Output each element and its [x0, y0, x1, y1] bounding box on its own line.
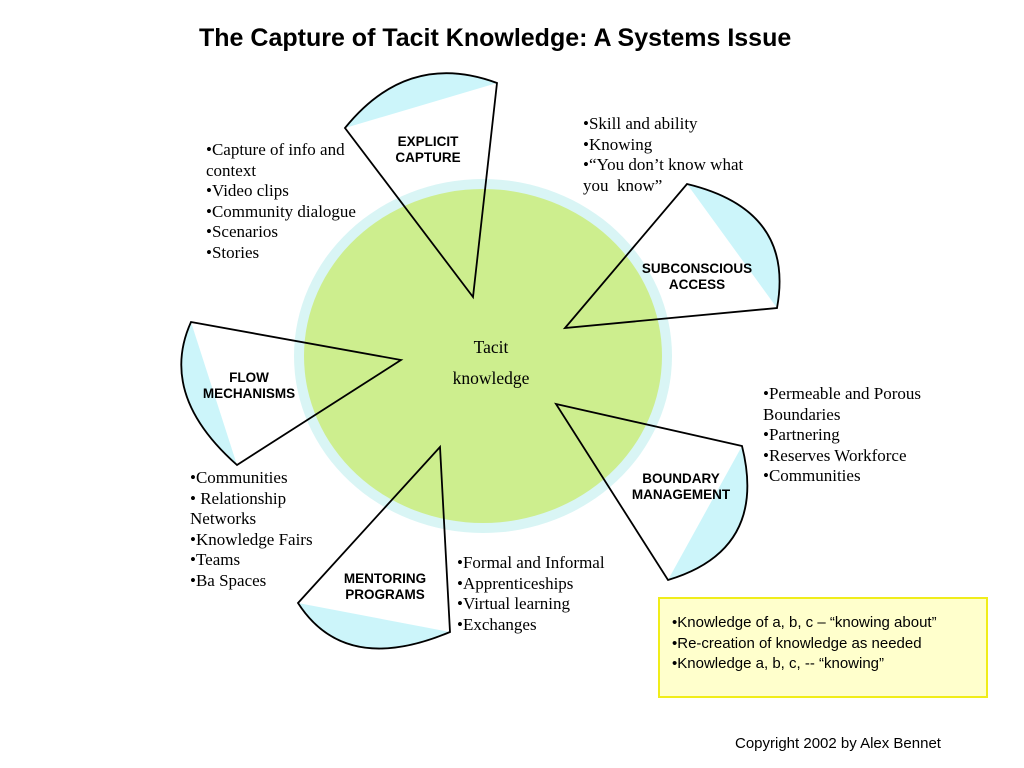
flow-mechanisms-wedge-shape: [180, 320, 404, 467]
subconscious-access-sliver: [687, 184, 780, 308]
tacit-knowledge-line1: Tacit: [473, 337, 509, 357]
explicit-capture-sliver: [345, 73, 497, 128]
explicit-capture-wedge-shape: [343, 72, 498, 300]
copyright-text: Copyright 2002 by Alex Bennet: [735, 735, 941, 752]
explicit-capture-list: •Capture of info and context •Video clip…: [206, 140, 366, 263]
tacit-circle: [304, 189, 662, 523]
mentoring-programs-label: MENTORING PROGRAMS: [343, 571, 427, 602]
flow-mechanisms-sliver: [181, 322, 237, 465]
list-item: •Knowing: [583, 134, 653, 154]
boundary-management-list: •Permeable and Porous Boundaries •Partne…: [763, 384, 941, 487]
list-item: •Capture of info and context: [206, 140, 349, 180]
list-item: •Communities: [763, 466, 861, 485]
explicit-capture-label: EXPLICIT CAPTURE: [395, 134, 461, 165]
list-item: •Reserves Workforce: [763, 445, 907, 465]
callout-item: •Re-creation of knowledge as needed: [672, 634, 922, 652]
mentoring-programs-list: •Formal and Informal •Apprenticeships •V…: [457, 553, 637, 635]
mentoring-programs-sliver: [298, 603, 450, 649]
boundary-management-wedge-shape: [554, 402, 749, 582]
list-item: •Exchanges: [457, 614, 537, 634]
list-item: •Apprenticeships: [457, 573, 574, 593]
list-item: •Formal and Informal: [457, 553, 605, 572]
list-item: • Relationship Networks: [190, 488, 291, 529]
list-item: •“You don’t know what you know”: [583, 155, 748, 195]
list-item: •Skill and ability: [583, 114, 698, 133]
boundary-management-sliver: [668, 446, 748, 580]
boundary-management-label: BOUNDARY MANAGEMENT: [631, 471, 731, 502]
list-item: •Communities: [190, 468, 288, 487]
list-item: •Ba Spaces: [190, 570, 267, 590]
list-item: •Community dialogue: [206, 201, 356, 221]
knowledge-callout-box: •Knowledge of a, b, c – “knowing about” …: [658, 597, 988, 698]
callout-item: •Knowledge of a, b, c – “knowing about”: [672, 614, 937, 631]
list-item: •Teams: [190, 550, 241, 569]
flow-mechanisms-list: •Communities • Relationship Networks •Kn…: [190, 468, 330, 591]
list-item: •Partnering: [763, 425, 840, 444]
wedge-outlines: [180, 72, 781, 650]
list-item: •Permeable and Porous Boundaries: [763, 384, 926, 424]
list-item: •Stories: [206, 242, 260, 262]
callout-item: •Knowledge a, b, c, -- “knowing”: [672, 655, 885, 672]
subconscious-access-label: SUBCONSCIOUS ACCESS: [641, 261, 753, 292]
subconscious-access-wedge-shape: [562, 182, 781, 330]
slide-title: The Capture of Tacit Knowledge: A System…: [199, 24, 792, 52]
list-item: •Virtual learning: [457, 594, 571, 613]
list-item: •Scenarios: [206, 222, 279, 241]
tacit-knowledge-line2: knowledge: [452, 368, 530, 388]
tacit-knowledge-label: Tacit knowledge: [431, 332, 551, 394]
mentoring-programs-wedge-shape: [296, 444, 451, 650]
flow-mechanisms-label: FLOW MECHANISMS: [202, 370, 296, 401]
list-item: •Knowledge Fairs: [190, 529, 313, 549]
list-item: •Video clips: [206, 181, 289, 200]
subconscious-access-list: •Skill and ability •Knowing •“You don’t …: [583, 114, 755, 196]
